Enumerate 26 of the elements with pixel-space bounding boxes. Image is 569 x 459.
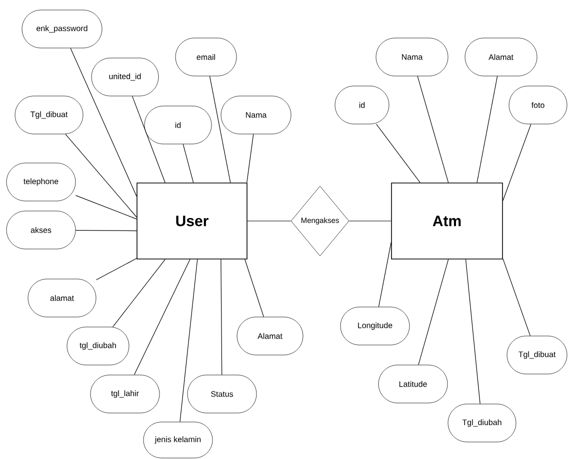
connector-line (465, 259, 480, 404)
connector-line (112, 259, 166, 328)
connector-line (502, 258, 531, 336)
connector-line (476, 76, 498, 183)
connector-line (418, 259, 449, 366)
connector-line (376, 124, 420, 183)
connector-line (134, 259, 190, 376)
connector-line (65, 134, 137, 218)
connector-line (417, 76, 449, 183)
entity-box: User (136, 182, 248, 260)
connector-line (70, 48, 137, 197)
connector-line (348, 220, 392, 222)
connector-line (132, 96, 166, 183)
connector-line (378, 242, 392, 308)
connector-line (96, 258, 137, 280)
connector-line (502, 124, 532, 201)
connector-line (246, 134, 254, 183)
connector-line (247, 220, 292, 222)
connector-line (209, 76, 231, 183)
connector-line (182, 144, 194, 183)
connector-line (180, 259, 198, 422)
entity-box: Atm (391, 182, 503, 260)
connector-line (220, 259, 222, 376)
connector-line (244, 259, 264, 318)
connector-line (75, 230, 137, 232)
connector-line (75, 195, 137, 220)
